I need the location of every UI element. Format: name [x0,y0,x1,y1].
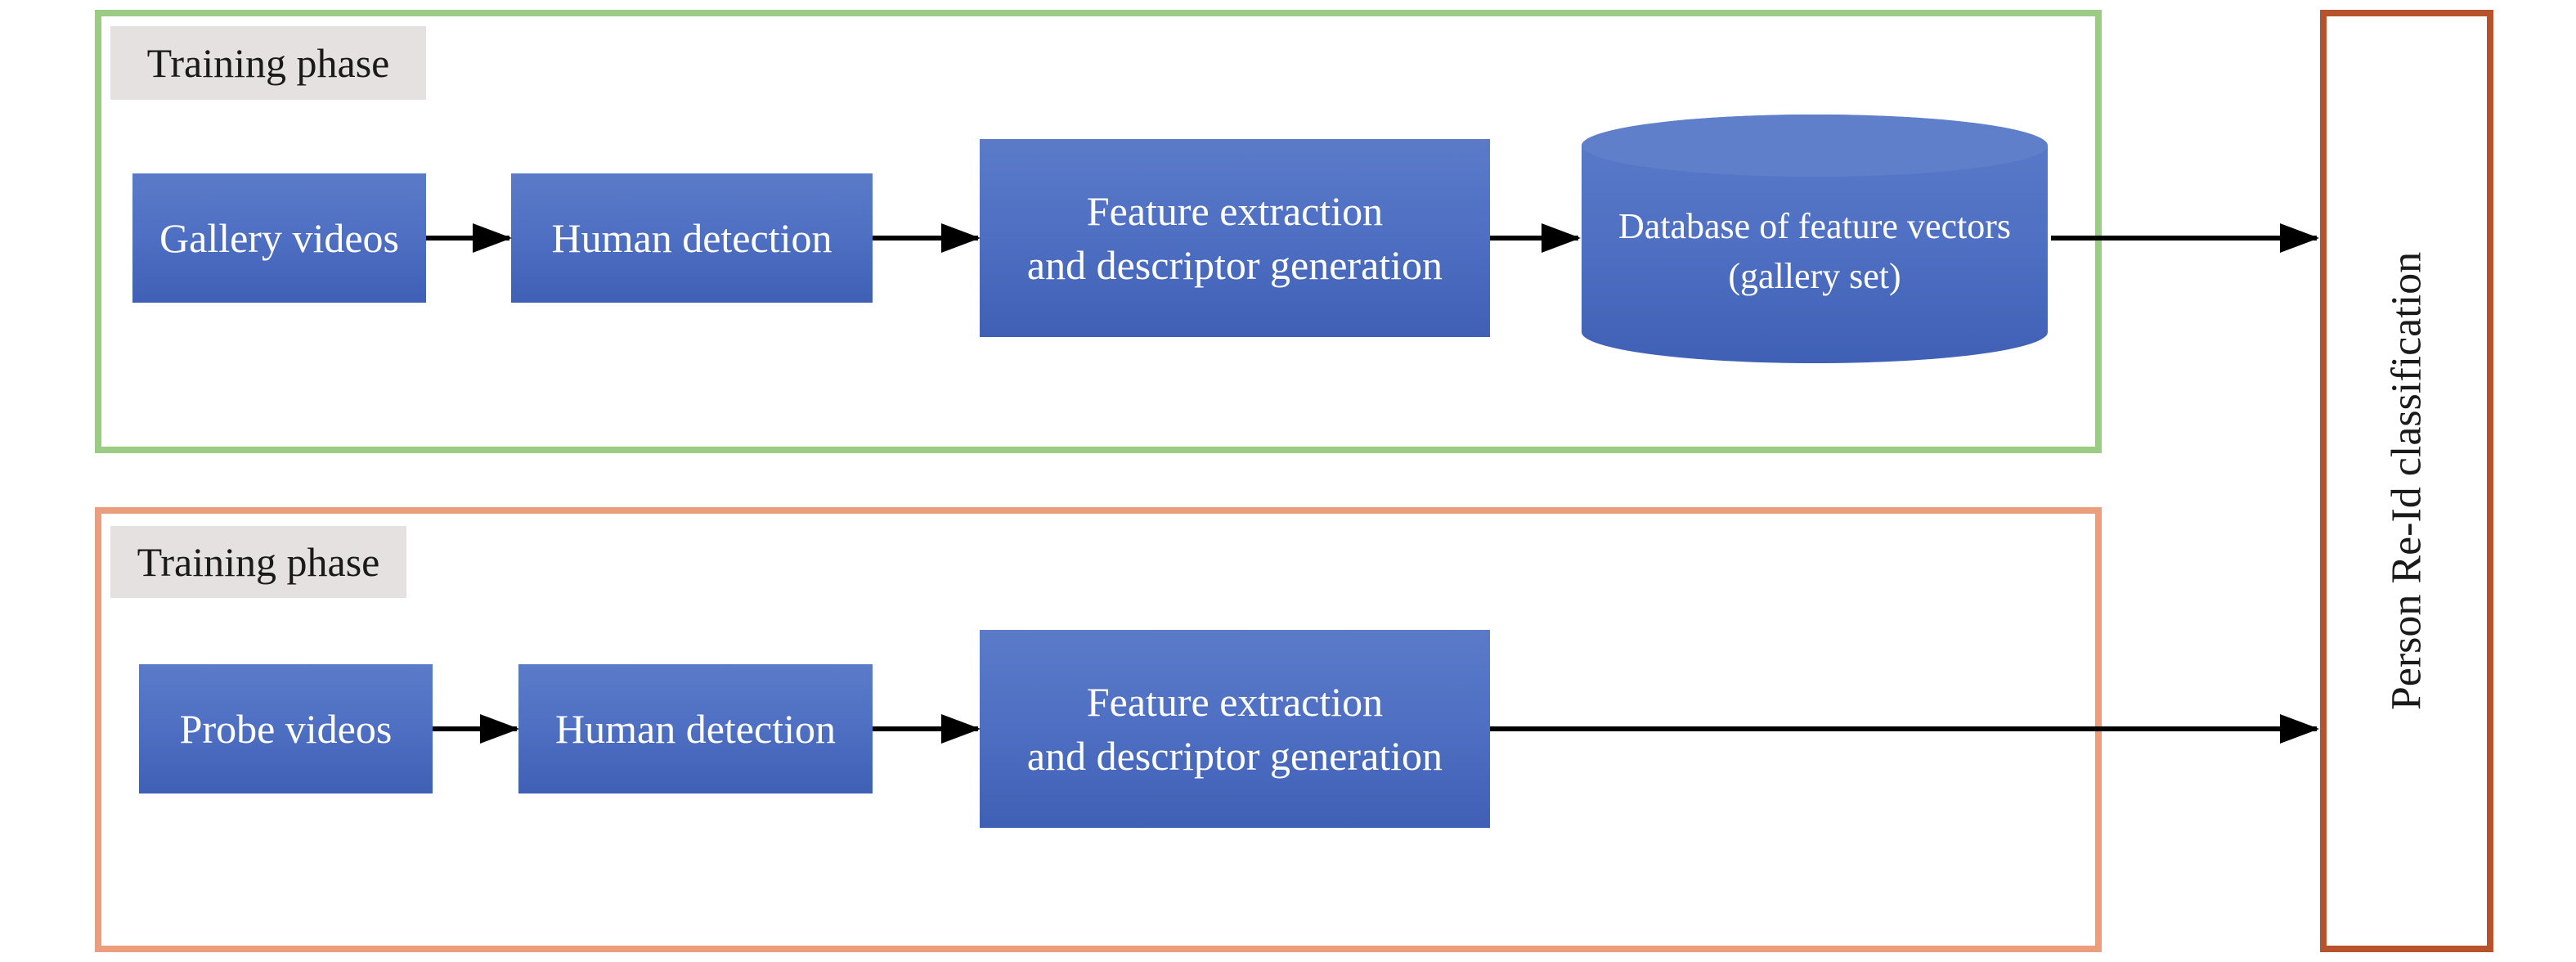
probe-videos-block: Probe videos [139,664,433,793]
database-cylinder [1582,115,2048,363]
database-label: Database of feature vectors (gallery set… [1618,206,2012,296]
person-reid-classification-box: Person Re-Id classification [2320,10,2493,952]
gallery-videos-block: Gallery videos [132,173,426,303]
human-detection-block-top: Human detection [511,173,873,303]
training-phase-label-top: Training phase [110,26,426,100]
feature-extraction-block-bottom: Feature extraction and descriptor genera… [980,630,1490,828]
human-detection-block-bottom: Human detection [518,664,873,793]
feature-extraction-block-top: Feature extraction and descriptor genera… [980,139,1490,337]
training-phase-frame-top [95,10,2102,453]
training-phase-label-bottom: Training phase [110,526,406,598]
